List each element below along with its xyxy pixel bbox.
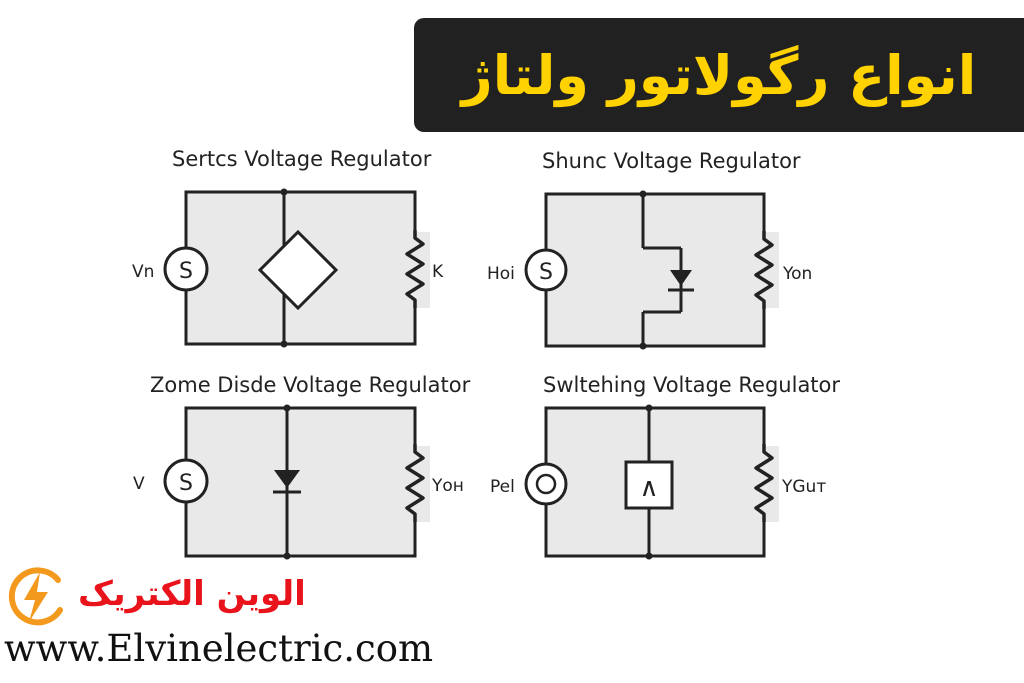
- switch-box-icon: [624, 460, 674, 510]
- load-label: Yон: [431, 476, 464, 496]
- source-icon: [524, 248, 568, 292]
- circuit-shunt: S Hoi Yon: [487, 190, 812, 350]
- load-label: K: [432, 262, 444, 282]
- source-symbol: S: [179, 259, 193, 284]
- source-label: Hoi: [487, 264, 515, 284]
- source-icon: [163, 458, 209, 504]
- load-label: Yon: [782, 264, 812, 284]
- circuit-series: S Vn K: [132, 188, 444, 348]
- website-link[interactable]: www.Elvinelectric.com: [4, 627, 434, 670]
- source-symbol: S: [539, 260, 553, 285]
- source-label: Pel: [490, 477, 515, 497]
- switch-symbol: ∧: [639, 473, 658, 503]
- source-icon: [163, 246, 209, 292]
- regulator-diamond-icon: [257, 229, 339, 311]
- diode-icon: [670, 270, 692, 286]
- brand-name: الوین الکتریک: [78, 574, 306, 614]
- banner-title: انواع رگولاتور ولتاژ: [461, 43, 977, 107]
- circuit-zener: S V Yон: [133, 404, 464, 560]
- circuit-switching: ∧ Pel YGuт: [490, 404, 826, 560]
- load-label: YGuт: [781, 477, 826, 497]
- source-icon: [524, 462, 568, 506]
- source-symbol: S: [179, 471, 193, 496]
- diagram-title-switching: Swltehing Voltage Regulator: [543, 373, 841, 397]
- lightning-bolt-icon: [8, 567, 63, 626]
- zener-diode-icon: [274, 470, 300, 488]
- title-banner: انواع رگولاتور ولتاژ: [414, 18, 1024, 132]
- source-label: V: [133, 474, 145, 494]
- source-label: Vn: [132, 262, 154, 282]
- diagram-title-series: Sertcs Voltage Regulator: [172, 147, 432, 171]
- diagram-title-shunt: Shunc Voltage Regulator: [542, 149, 801, 173]
- diagram-title-zener: Zome Disde Voltage Regulator: [150, 373, 471, 397]
